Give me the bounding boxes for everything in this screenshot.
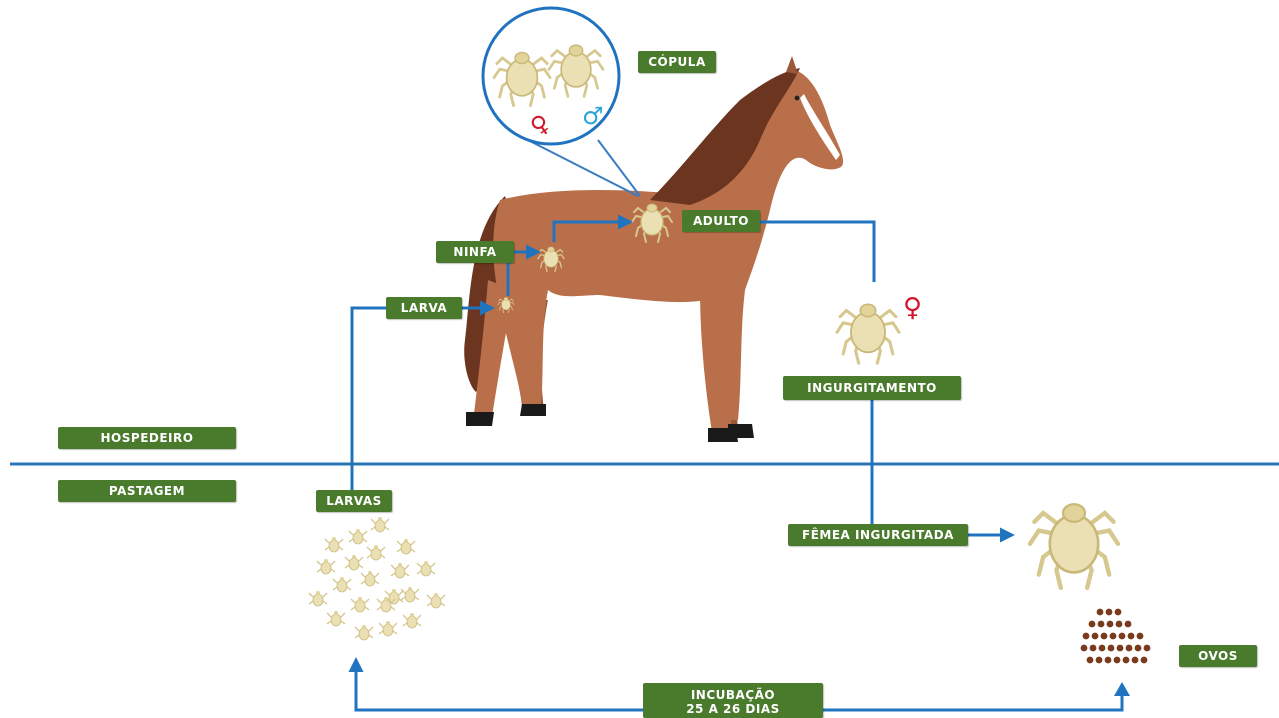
egg (1105, 657, 1112, 664)
egg (1081, 645, 1088, 652)
adulto-label: ADULTO (682, 210, 760, 232)
larva-icon (327, 611, 345, 626)
larva-icon (427, 593, 445, 608)
larva-icon (333, 577, 351, 592)
larva-icon (355, 625, 373, 640)
hospedeiro-label: HOSPEDEIRO (58, 427, 236, 449)
incubacao-label: INCUBAÇÃO 25 A 26 DIAS (643, 683, 823, 718)
larva-icon (349, 529, 367, 544)
larva-icon (325, 537, 343, 552)
larva-icon (317, 559, 335, 574)
egg (1096, 657, 1103, 664)
egg (1125, 621, 1132, 628)
egg (1117, 645, 1124, 652)
egg (1126, 645, 1133, 652)
egg (1144, 645, 1151, 652)
egg (1110, 633, 1117, 640)
adult-to-engorging-line (760, 222, 874, 282)
egg (1128, 633, 1135, 640)
incubacao-duration: 25 A 26 DIAS (686, 702, 780, 716)
larva-icon (401, 587, 419, 602)
larva-icon (379, 621, 397, 636)
egg (1106, 609, 1113, 616)
engorging-tick-icon (837, 304, 899, 363)
larva-icon (309, 591, 327, 606)
egg (1098, 621, 1105, 628)
egg (1087, 657, 1094, 664)
egg (1108, 645, 1115, 652)
ovos-label: OVOS (1179, 645, 1257, 667)
ninfa-label: NINFA (436, 241, 514, 263)
engorged-female-tick-icon (1030, 504, 1118, 588)
larva-icon (371, 517, 389, 532)
egg (1092, 633, 1099, 640)
egg (1135, 645, 1142, 652)
larva-icon (417, 561, 435, 576)
egg (1099, 645, 1106, 652)
male-symbol-icon: ♂ (582, 102, 604, 130)
femea-ingurgitada-label: FÊMEA INGURGITADA (788, 524, 968, 546)
egg (1141, 657, 1148, 664)
pastagem-label: PASTAGEM (58, 480, 236, 502)
larva-icon (397, 539, 415, 554)
egg (1132, 657, 1139, 664)
larva-label: LARVA (386, 297, 462, 319)
ingurgitamento-label: INGURGITAMENTO (783, 376, 961, 400)
larva-icon (367, 545, 385, 560)
egg (1083, 633, 1090, 640)
egg (1119, 633, 1126, 640)
larvae-cluster-icon (309, 517, 445, 640)
larva-icon (351, 597, 369, 612)
egg (1116, 621, 1123, 628)
larva-icon (391, 563, 409, 578)
larvas-label: LARVAS (316, 490, 392, 512)
egg (1089, 621, 1096, 628)
egg-cluster-icon (1081, 609, 1151, 664)
egg (1137, 633, 1144, 640)
egg (1114, 657, 1121, 664)
larva-icon (403, 613, 421, 628)
copula-label: CÓPULA (638, 51, 716, 73)
egg (1123, 657, 1130, 664)
egg (1101, 633, 1108, 640)
egg (1097, 609, 1104, 616)
egg (1115, 609, 1122, 616)
larva-icon (361, 571, 379, 586)
engorging-female-symbol-icon: ♀ (903, 293, 922, 323)
egg (1107, 621, 1114, 628)
larva-icon (345, 555, 363, 570)
egg (1090, 645, 1097, 652)
incubacao-title: INCUBAÇÃO (691, 688, 775, 702)
